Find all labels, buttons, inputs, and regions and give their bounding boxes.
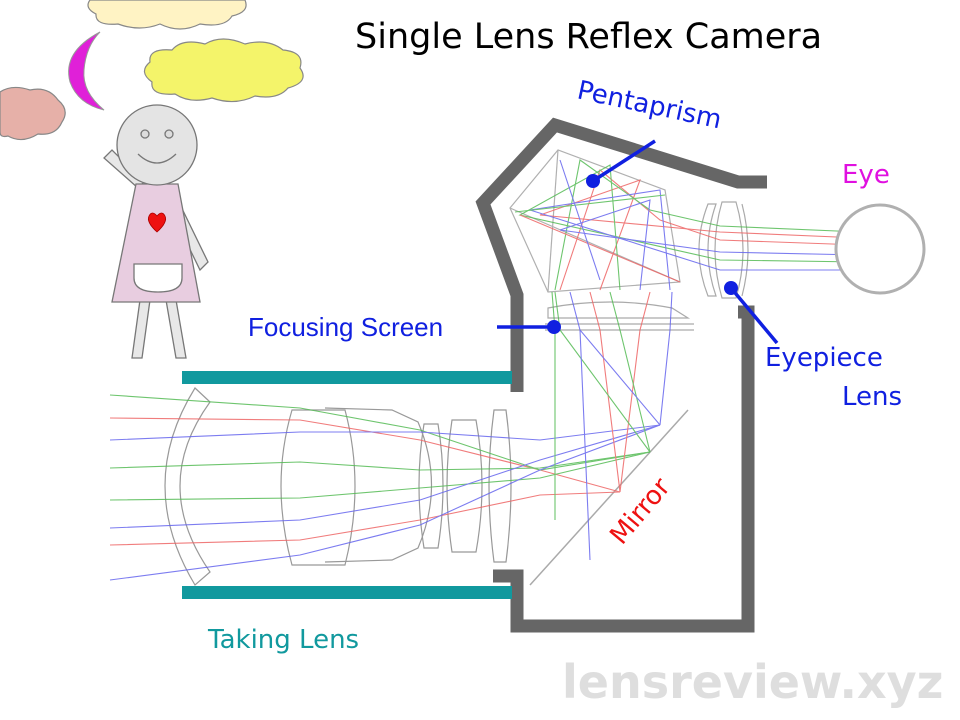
- lens-barrel: [182, 371, 512, 599]
- cloud-cream: [87, 0, 247, 30]
- diagram-title: Single Lens Reflex Camera: [355, 17, 822, 57]
- label-focusing-screen: Focusing Screen: [248, 312, 443, 342]
- label-pentaprism: Pentaprism: [575, 76, 725, 136]
- girl-figure: [103, 104, 209, 359]
- taking-lens-elements: [164, 387, 512, 586]
- label-taking-lens: Taking Lens: [207, 625, 359, 655]
- label-mirror: Mirror: [604, 472, 676, 550]
- cloud-yellow: [143, 38, 304, 103]
- leader-lines: [497, 139, 779, 345]
- label-eyepiece: Eyepiece: [765, 343, 883, 373]
- mirror-shape: [529, 409, 689, 586]
- cloud-pink: [0, 86, 66, 141]
- moon-icon: [68, 31, 105, 111]
- watermark: lensreview.xyz: [562, 655, 943, 709]
- heart-icon: [147, 212, 167, 233]
- label-eye: Eye: [842, 160, 890, 190]
- camera-body: [475, 117, 767, 633]
- eye-icon: [834, 203, 926, 295]
- light-rays: [109, 159, 861, 581]
- label-eyepiece-lens: Lens: [842, 382, 902, 412]
- eyepiece-lens-shape: [698, 201, 749, 299]
